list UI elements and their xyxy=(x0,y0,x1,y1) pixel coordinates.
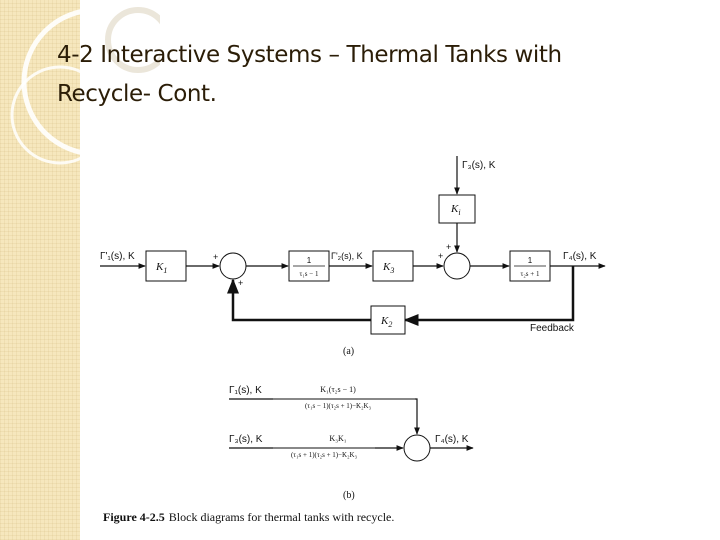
disturbance-signal-label: Γ₃(s), K xyxy=(462,160,496,171)
b-input1-label: Γ₁(s), K xyxy=(229,385,262,396)
sum1-plus-bottom: + xyxy=(238,278,243,288)
title-line-1: 4-2 Interactive Systems – Thermal Tanks … xyxy=(57,42,562,68)
b-tf2-denominator: (τ₁s + 1)(τ₂s + 1)−K₂K₃ xyxy=(291,451,358,459)
b-tf2-numerator: K₃K₁ xyxy=(329,434,346,443)
sum2-plus-left: + xyxy=(438,251,443,261)
tf1-denominator: τ₁s − 1 xyxy=(300,270,319,278)
intermediate-signal-label: Γ'₂(s), K xyxy=(331,251,363,261)
decorative-circles xyxy=(10,7,160,165)
part-a-label: (a) xyxy=(343,346,354,357)
gain-block-k2 xyxy=(370,305,406,335)
sum2-plus-top: + xyxy=(446,242,451,252)
b-tf1-numerator: K₁(τ₂s − 1) xyxy=(320,385,356,394)
diagram-a: Γ'₁(s), K K1 + + 1 τ₁s − 1 Γ'₂(s), K K3 … xyxy=(100,156,606,357)
feedback-path-in xyxy=(227,278,371,322)
diagram-b: Γ₁(s), K K₁(τ₂s − 1) (τ₁s − 1)(τ₂s + 1)−… xyxy=(229,385,474,501)
title-line-2: Recycle- Cont. xyxy=(57,81,217,107)
gain-block-k3 xyxy=(372,250,414,282)
tf2-denominator: τ₂s + 1 xyxy=(521,270,540,278)
figure-caption-label: Figure 4-2.5 xyxy=(103,510,165,524)
feedback-path-out xyxy=(403,266,575,326)
slide-title: 4-2 Interactive Systems – Thermal Tanks … xyxy=(57,36,677,114)
b-input2-label: Γ₃(s), K xyxy=(229,434,263,445)
figure-caption-text: Block diagrams for thermal tanks with re… xyxy=(168,510,395,524)
b-summing-junction xyxy=(403,434,431,462)
feedback-label: Feedback xyxy=(530,323,575,334)
gain-k1-label: K1 xyxy=(155,261,167,275)
b-tf1-denominator: (τ₁s − 1)(τ₂s + 1)−K₂K₃ xyxy=(305,402,372,410)
output-signal-label: Γ₄(s), K xyxy=(563,251,597,262)
slide-sidebar xyxy=(0,0,80,540)
gain-k2-label: K2 xyxy=(380,315,392,329)
tf2-numerator: 1 xyxy=(528,256,533,265)
summing-junction-1 xyxy=(219,252,247,280)
b-path-1 xyxy=(414,398,420,435)
gain-ki-label: Ki xyxy=(450,203,461,217)
sum1-plus-left: + xyxy=(213,252,218,262)
part-b-label: (b) xyxy=(343,490,355,501)
summing-junction-2 xyxy=(443,252,471,280)
b-output-label: Γ₄(s), K xyxy=(435,434,469,445)
input-signal-label: Γ'₁(s), K xyxy=(100,251,135,262)
block-diagram: Γ'₁(s), K K1 + + 1 τ₁s − 1 Γ'₂(s), K K3 … xyxy=(100,156,606,501)
tf1-numerator: 1 xyxy=(307,256,312,265)
gain-k3-label: K3 xyxy=(382,261,394,275)
